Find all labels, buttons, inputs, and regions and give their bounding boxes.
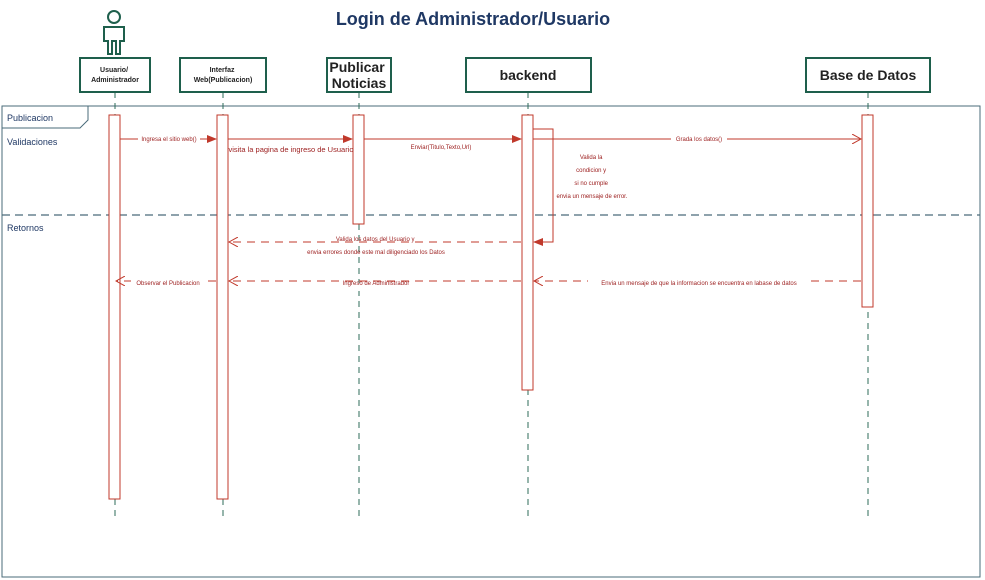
- svg-text:Interfaz Web(Publicacion: Interfaz Web(Publicacion): [194, 67, 253, 84]
- lifeline-publicar: Publicar Noticias: [326, 57, 392, 93]
- svg-text:backend: backend: [500, 67, 557, 83]
- message-label-m8: Ingreso de Administrador: [343, 281, 410, 287]
- message-label-m3: Enviar(Titulo,Texto,Url): [411, 145, 472, 151]
- activation-bars: [108, 114, 874, 500]
- lifeline-publicar-line1: Publicar: [329, 59, 385, 75]
- lifeline-usuario-line1: Usuario/: [100, 67, 128, 74]
- lifeline-interfaz-line1: Interfaz: [210, 67, 235, 74]
- activation-publicar: [352, 114, 365, 225]
- lifeline-bd: Base de Datos: [805, 57, 931, 93]
- svg-text:Publicar Noticias: Publicar Noticias: [329, 59, 388, 91]
- activation-backend: [521, 114, 534, 391]
- message-label-m4: Grada los datos(): [676, 137, 722, 143]
- message-label-bg: [131, 135, 808, 291]
- message-label-m7: Envia un mensaje de que la informacion s…: [601, 281, 796, 287]
- lifeline-interfaz-line2: Web(Publicacion): [194, 77, 253, 84]
- section-label-retornos: Retornos: [7, 223, 44, 233]
- message-label-m9: Observar el Publicacion: [136, 281, 199, 287]
- lifeline-usuario: Usuario/ Administrador: [79, 57, 151, 93]
- lifeline-interfaz: Interfaz Web(Publicacion): [179, 57, 267, 93]
- activation-bd: [861, 114, 874, 308]
- section-label-validaciones: Validaciones: [7, 137, 58, 147]
- message-arrow-m5: [533, 128, 554, 246]
- person-icon: [103, 10, 125, 55]
- frame-publicacion: Publicacion: [1, 105, 981, 578]
- activation-usuario: [108, 114, 121, 500]
- diagram-title: Login de Administrador/Usuario: [336, 9, 610, 29]
- lifeline-bd-line1: Base de Datos: [820, 67, 917, 83]
- svg-text:Base de Datos: Base de Datos: [820, 67, 917, 83]
- message-label-m5: Valida la condicion y si no cumple envia…: [556, 155, 627, 200]
- message-label-m2: visita la pagina de ingreso de Usuario: [228, 145, 353, 154]
- message-label-m6: Valida los datos del Usuario y envia err…: [307, 237, 445, 256]
- svg-text:Usuario/ Administrador: Usuario/ Administrador: [91, 67, 139, 84]
- frame-label: Publicacion: [7, 113, 53, 123]
- activation-interfaz: [216, 114, 229, 500]
- lifeline-publicar-line2: Noticias: [332, 75, 387, 91]
- message-label-m1: Ingresa el sitio web(): [141, 137, 196, 143]
- lifeline-backend-line1: backend: [500, 67, 557, 83]
- lifeline-backend: backend: [465, 57, 592, 93]
- lifeline-usuario-line2: Administrador: [91, 77, 139, 84]
